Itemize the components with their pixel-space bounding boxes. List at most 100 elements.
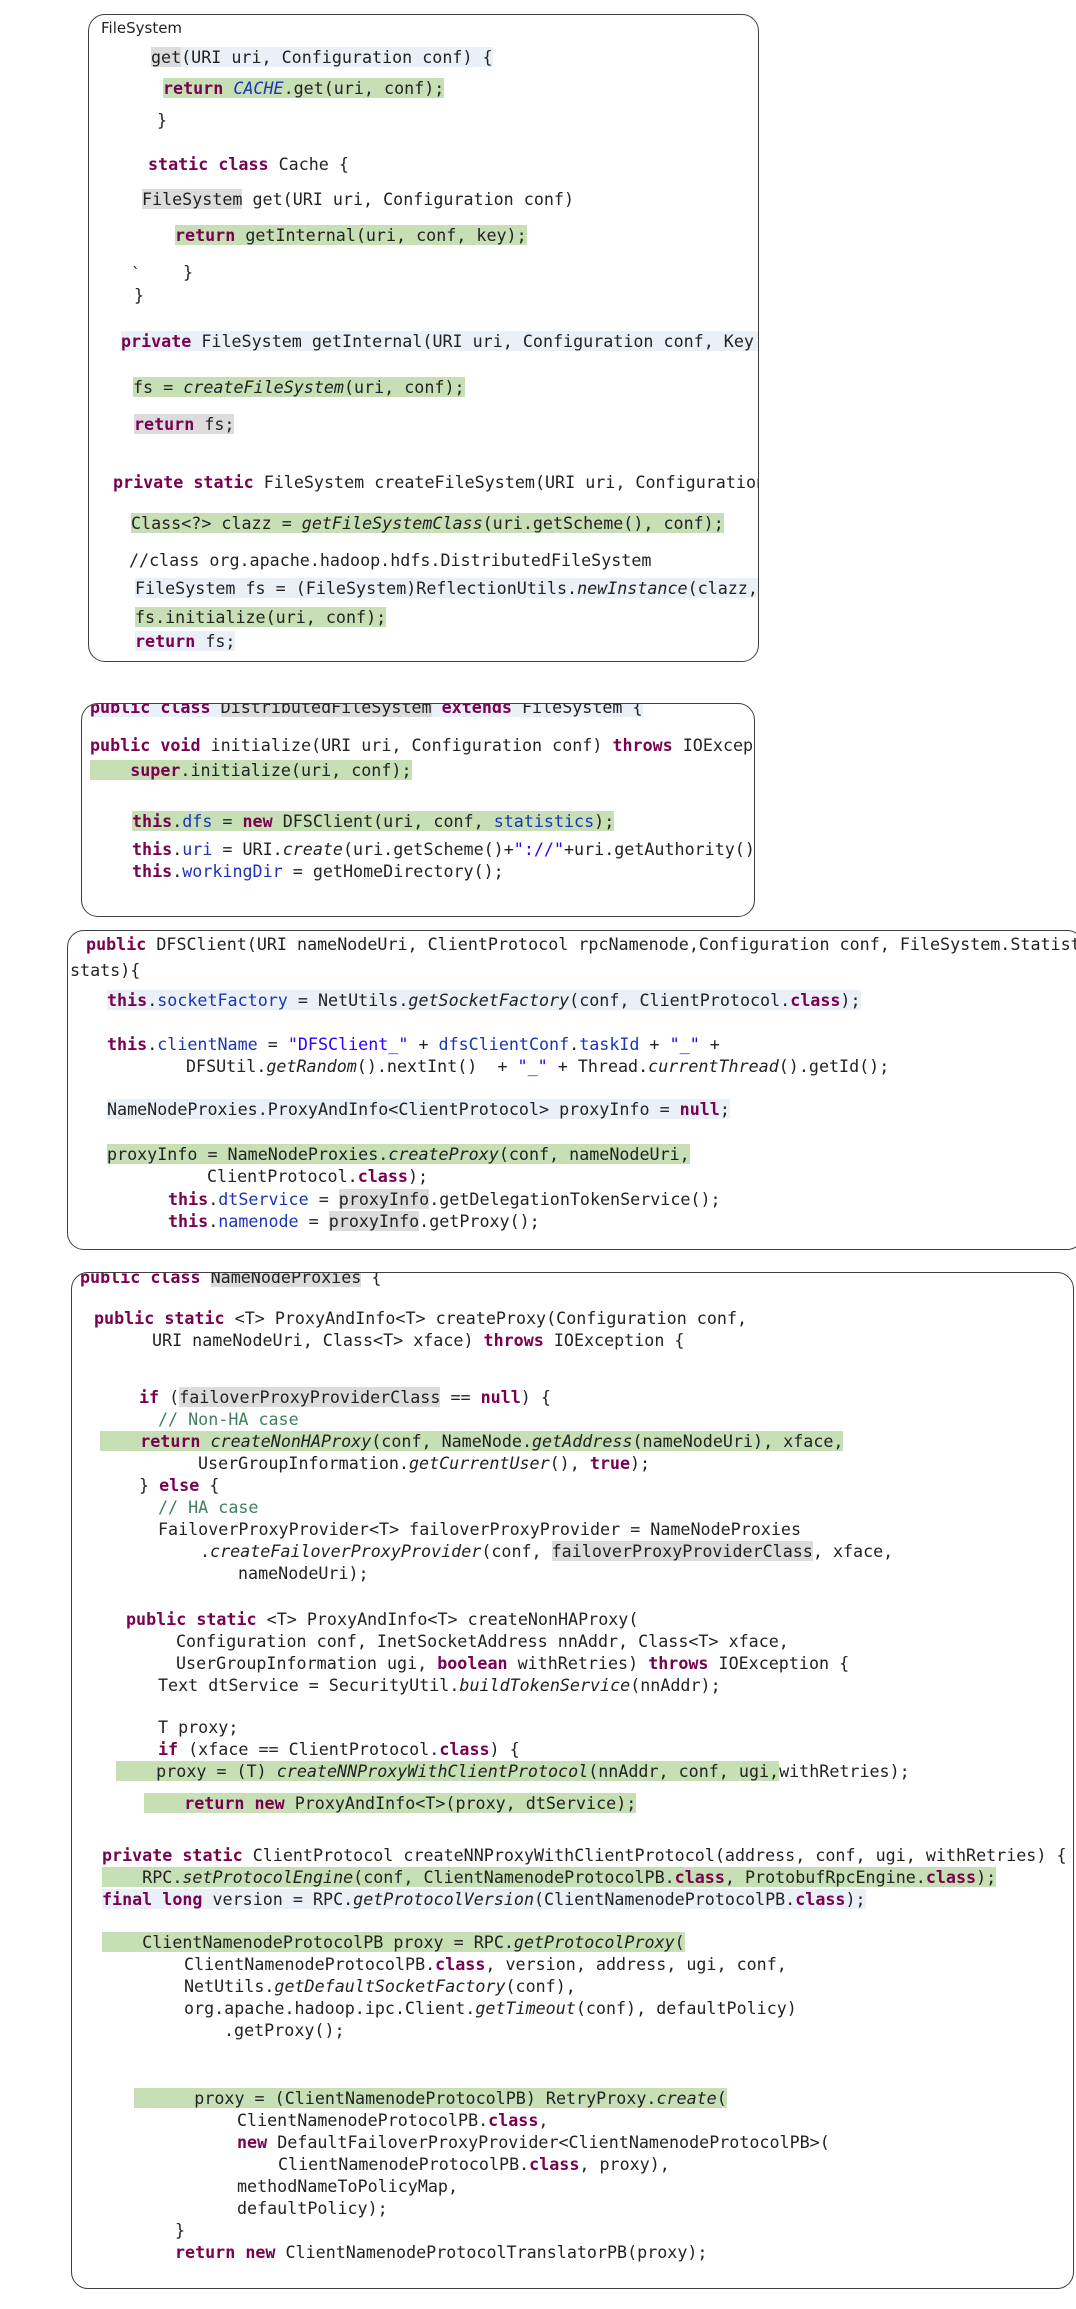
code-token: } xyxy=(157,110,168,130)
code-token: static xyxy=(148,154,219,174)
code-token: "_" xyxy=(669,1034,700,1054)
code-token: // HA case xyxy=(158,1497,259,1517)
code-token: FileSystem xyxy=(142,189,243,209)
code-token: class xyxy=(160,704,221,717)
code-line: this.dfs = new DFSClient(uri, conf, stat… xyxy=(132,809,615,833)
code-token: ); xyxy=(594,811,615,831)
code-token: . xyxy=(208,1189,219,1209)
code-token: getRandom xyxy=(266,1056,357,1076)
code-token: (uri.getScheme(), conf); xyxy=(482,513,724,533)
code-token: (conf, nameNodeUri, xyxy=(498,1144,690,1164)
code-line: return new ClientNamenodeProtocolTransla… xyxy=(175,2240,707,2264)
code-token: ); xyxy=(407,1166,429,1186)
code-token: static xyxy=(164,1308,235,1328)
code-token: FileSystem { xyxy=(522,704,643,717)
code-token: stats){ xyxy=(70,960,141,980)
code-token: withRetries); xyxy=(779,1761,910,1781)
code-token: ClientProtocol. xyxy=(207,1166,358,1186)
code-token: public xyxy=(126,1609,197,1629)
code-line: fs.initialize(uri, conf); xyxy=(135,605,387,629)
code-line: } else { xyxy=(139,1473,219,1497)
code-token: DefaultFailoverProxyProvider<ClientNamen… xyxy=(277,2132,830,2152)
code-line: ClientNamenodeProtocolPB proxy = RPC.get… xyxy=(102,1930,685,1954)
code-token: static xyxy=(193,472,264,492)
code-token: get xyxy=(151,47,182,67)
code-token: (conf, ClientNamenodeProtocolPB. xyxy=(353,1867,675,1887)
code-token: (uri.getScheme()+ xyxy=(342,839,514,859)
code-token: socketFactory xyxy=(157,990,288,1010)
code-token: getDefaultSocketFactory xyxy=(274,1976,506,1996)
code-token: (ClientNamenodeProtocolPB. xyxy=(534,1889,796,1909)
code-token: . xyxy=(172,839,183,859)
code-token: = URI. xyxy=(212,839,283,859)
code-token: .getProxy(); xyxy=(224,2020,345,2040)
code-token: return xyxy=(163,78,234,98)
code-token: void xyxy=(160,735,211,755)
code-token: statistics xyxy=(493,811,595,831)
code-line: ClientProtocol.class); xyxy=(207,1164,428,1188)
code-token: ClientNamenodeProtocolPB. xyxy=(278,2154,530,2174)
code-line: if (xface == ClientProtocol.class) { xyxy=(158,1737,520,1761)
code-token: (nnAddr); xyxy=(630,1675,721,1695)
code-line: .createFailoverProxyProvider(conf, failo… xyxy=(200,1539,893,1563)
code-line: super.initialize(uri, conf); xyxy=(90,758,412,782)
code-token: FileSystem getInternal(URI uri, Configur… xyxy=(201,331,758,351)
code-token: NameNodeProxies xyxy=(210,1273,362,1287)
code-token: // Non-HA case xyxy=(158,1409,299,1429)
code-token: initialize(URI uri, Configuration conf) xyxy=(210,735,613,755)
code-token: , version, address, ugi, conf, xyxy=(485,1954,787,1974)
code-token: "://" xyxy=(513,839,565,859)
code-token: failoverProxyProviderClass xyxy=(179,1387,441,1407)
code-token: ( xyxy=(169,1387,180,1407)
code-line: // Non-HA case xyxy=(158,1407,299,1431)
code-line: //class org.apache.hadoop.hdfs.Distribut… xyxy=(129,548,651,572)
code-token: static xyxy=(196,1609,267,1629)
stray-mark: ` xyxy=(132,264,140,283)
code-line: private static FileSystem createFileSyst… xyxy=(113,470,759,494)
code-line: } xyxy=(183,260,193,284)
code-token: RPC. xyxy=(102,1867,183,1887)
code-token: null xyxy=(480,1387,521,1407)
code-token: getProtocolProxy xyxy=(513,1932,675,1952)
code-token: taskId xyxy=(579,1034,640,1054)
code-token: fs.initialize(uri, conf); xyxy=(135,607,387,627)
code-token: } xyxy=(139,1475,160,1495)
code-token: class xyxy=(435,1954,486,1974)
code-line: nameNodeUri); xyxy=(238,1561,369,1585)
code-line: fs = createFileSystem(uri, conf); xyxy=(133,375,465,399)
code-token: true xyxy=(589,1453,631,1473)
code-token: long xyxy=(162,1889,213,1909)
code-token: FileSystem createFileSystem(URI uri, Con… xyxy=(263,472,759,492)
code-token: T proxy; xyxy=(158,1717,239,1737)
code-token: NetUtils. xyxy=(184,1976,275,1996)
code-token: getInternal(uri, conf, key); xyxy=(245,225,527,245)
code-token: null xyxy=(679,1099,720,1119)
code-line: return fs; xyxy=(134,412,235,436)
code-line: T proxy; xyxy=(158,1715,238,1739)
code-token: + xyxy=(639,1034,670,1054)
code-line: public static <T> ProxyAndInfo<T> create… xyxy=(94,1306,747,1330)
code-token: class xyxy=(925,1867,977,1887)
code-token: , xyxy=(538,2110,549,2130)
code-token: . xyxy=(208,1211,219,1231)
code-line: proxyInfo = NameNodeProxies.createProxy(… xyxy=(107,1142,690,1166)
code-line: public void initialize(URI uri, Configur… xyxy=(90,733,754,757)
code-token: nameNodeUri); xyxy=(238,1563,369,1583)
code-token: Cache { xyxy=(278,154,349,174)
code-token: class xyxy=(674,1867,725,1887)
code-token: createFailoverProxyProvider xyxy=(210,1541,482,1561)
code-token: } xyxy=(175,2220,186,2240)
code-line: this.socketFactory = NetUtils.getSocketF… xyxy=(107,988,861,1012)
code-token: class xyxy=(357,1166,408,1186)
code-token: throws xyxy=(648,1653,719,1673)
code-token: URI nameNodeUri, Class<T> xface) xyxy=(152,1330,484,1350)
code-token: ); xyxy=(840,990,861,1010)
code-line: RPC.setProtocolEngine(conf, ClientNameno… xyxy=(102,1865,997,1889)
code-token: createProxy xyxy=(388,1144,499,1164)
code-token: ( xyxy=(674,1932,685,1952)
code-token: ClientNamenodeProtocolPB. xyxy=(237,2110,489,2130)
code-line: NetUtils.getDefaultSocketFactory(conf), xyxy=(184,1974,576,1998)
code-token: clientName xyxy=(157,1034,258,1054)
code-line: this.dtService = proxyInfo.getDelegation… xyxy=(168,1187,721,1211)
